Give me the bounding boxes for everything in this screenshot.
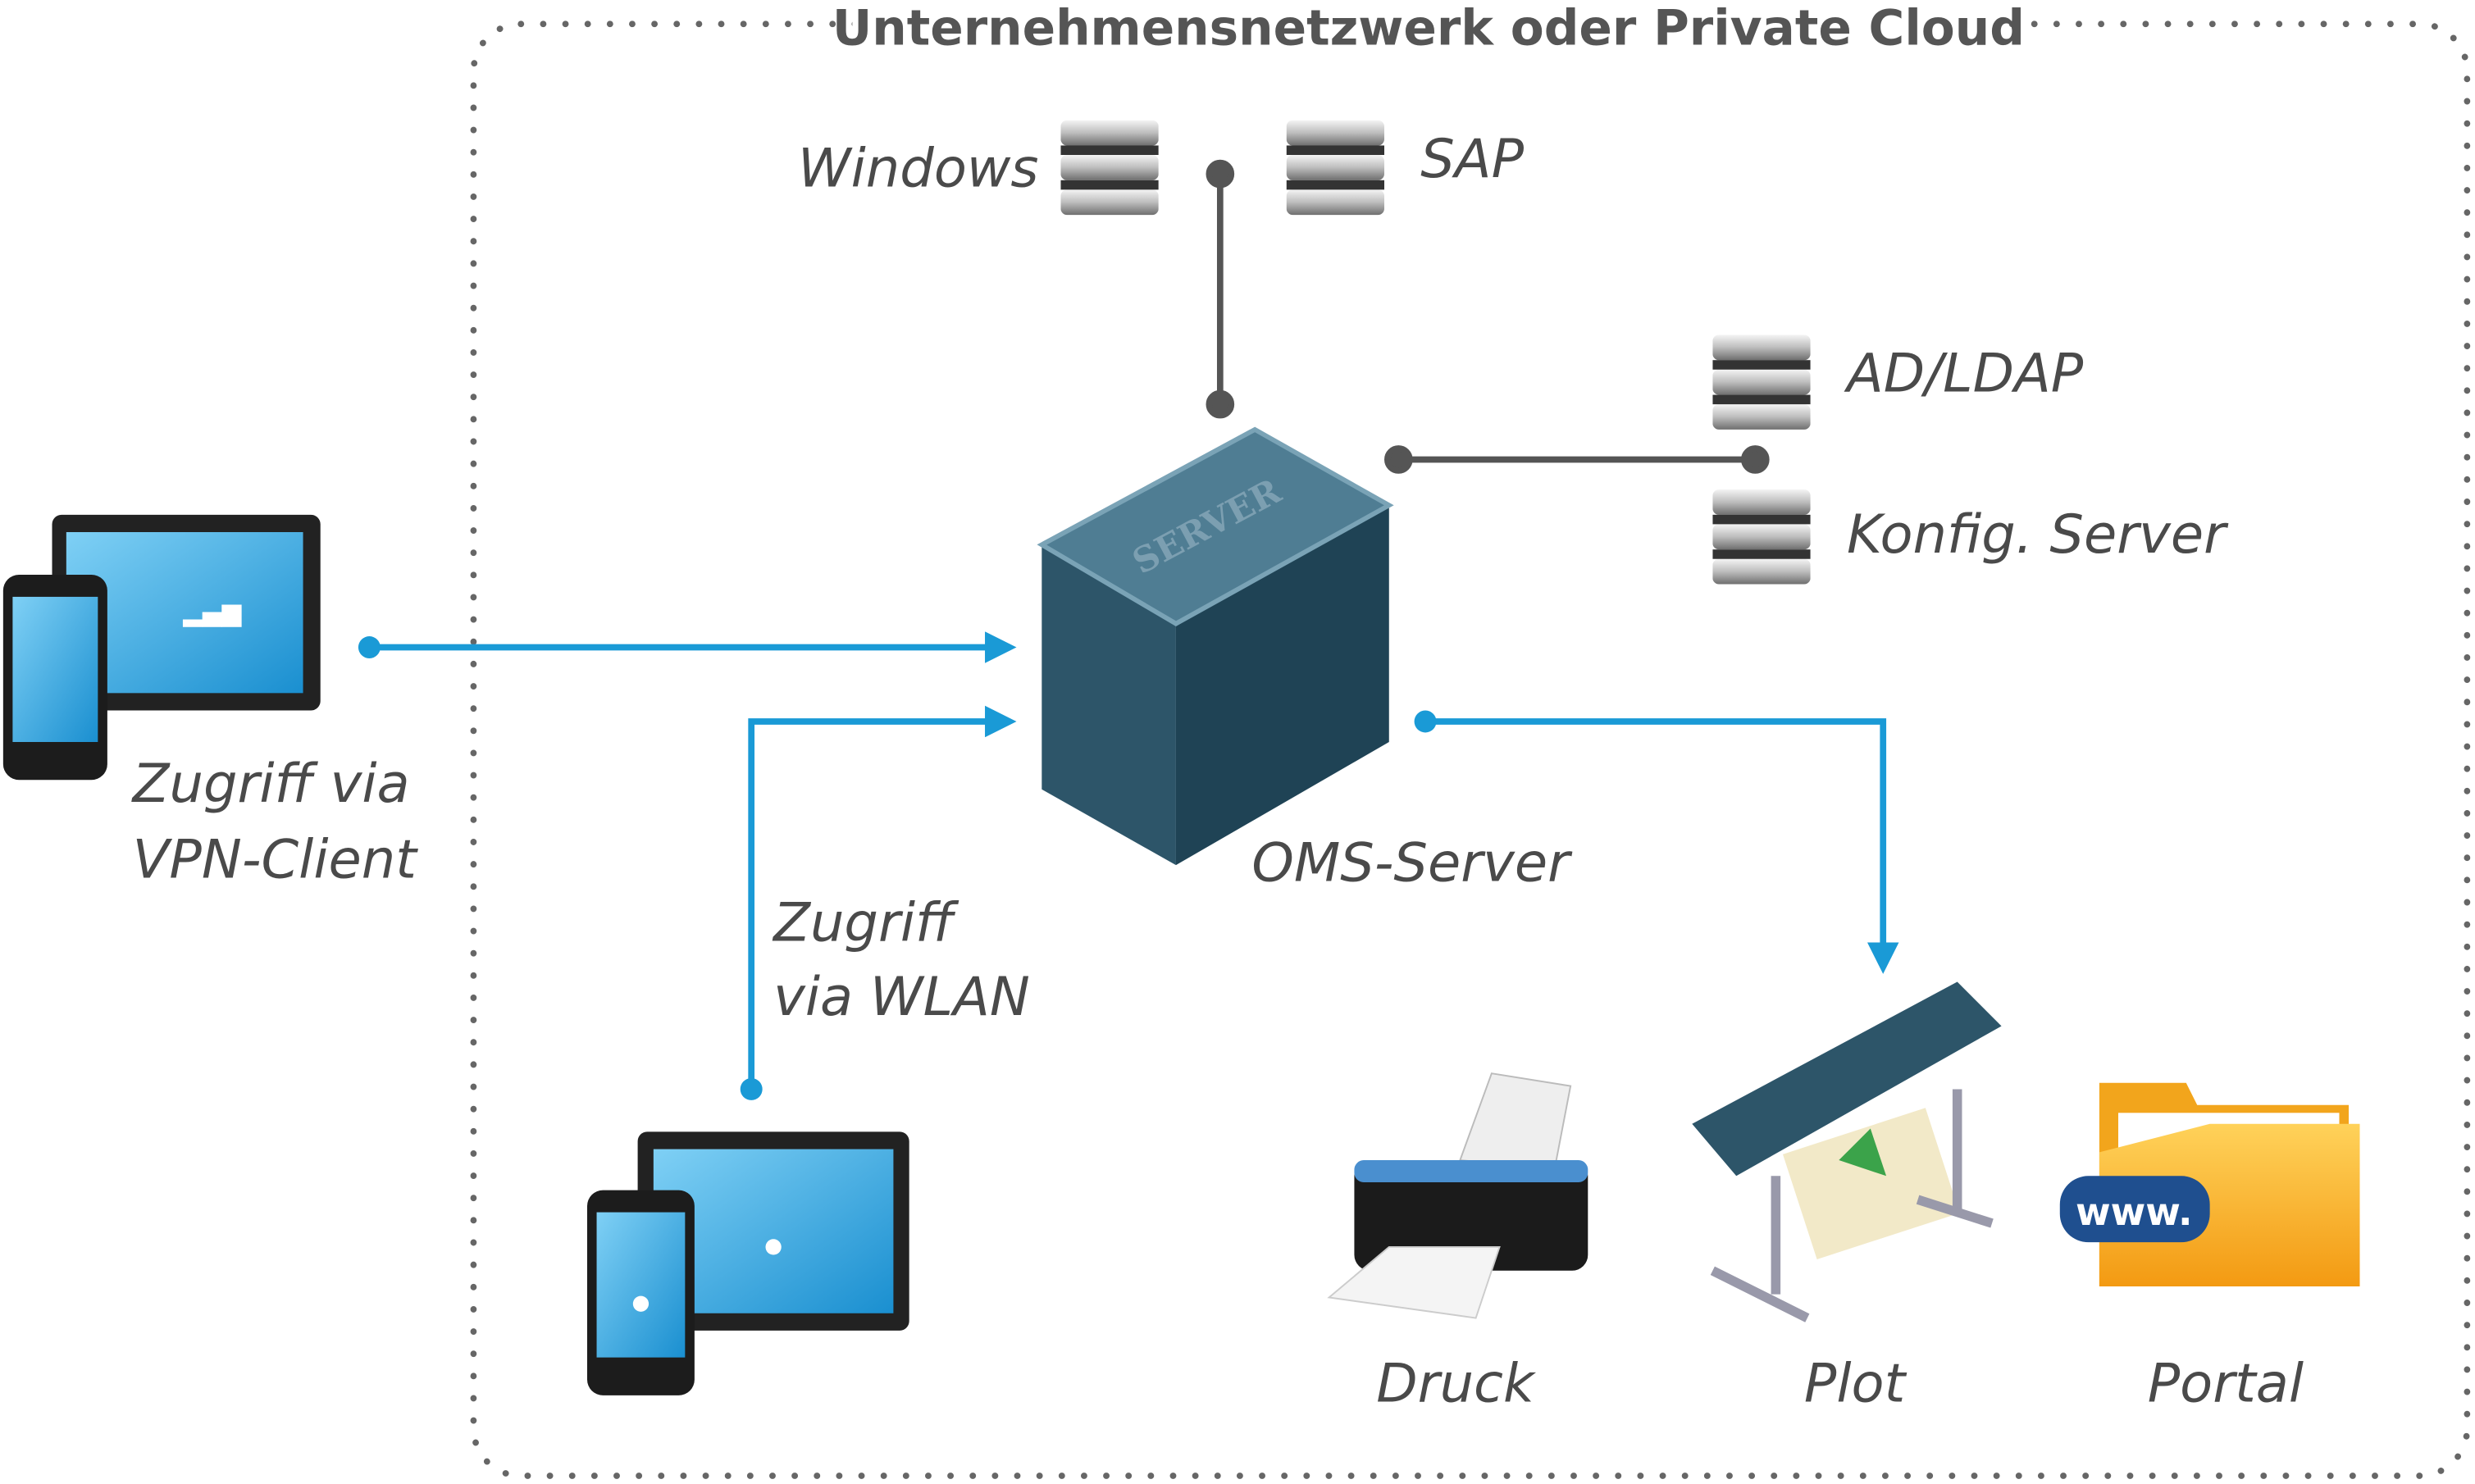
plotter-icon: [1692, 981, 2002, 1322]
gray-connector-top: [1206, 159, 1235, 419]
www-badge: www.: [2076, 1190, 2193, 1234]
portal-label: Portal: [2148, 1353, 2304, 1415]
wlan-label-line2: via WLAN: [773, 966, 1030, 1028]
wlan-devices-icon: [587, 1131, 909, 1395]
druck-label: Druck: [1376, 1353, 1537, 1415]
windows-server-icon: [1060, 120, 1159, 216]
wlan-connector: [740, 705, 1017, 1100]
vpn-label-line2: VPN-Client: [133, 829, 419, 891]
printer-icon: [1327, 1072, 1588, 1319]
oms-server-icon: SERVER: [1037, 426, 1394, 866]
portal-folder-icon: www.: [2059, 1082, 2360, 1287]
network-boundary: [470, 20, 2471, 1479]
boundary-title: Unternehmensnetzwerk oder Private Cloud: [832, 0, 2025, 57]
output-connector: [1414, 710, 1899, 974]
windows-label: Windows: [798, 137, 1039, 199]
oms-server-label: OMS-Server: [1251, 831, 1573, 894]
vpn-devices-icon: ▂▄▆: [2, 514, 321, 781]
vpn-connector: [358, 631, 1017, 663]
konfig-label: Konfig. Server: [1847, 503, 2229, 566]
sap-server-icon: [1286, 120, 1385, 216]
konfig-server-icon: [1712, 489, 1811, 585]
adldap-server-icon: [1712, 335, 1811, 430]
adldap-label: AD/LDAP: [1844, 343, 2084, 405]
plot-label: Plot: [1804, 1353, 1908, 1415]
vpn-label-line1: Zugriff via: [131, 753, 410, 815]
gray-connector-right: [1384, 445, 1770, 474]
sap-label: SAP: [1420, 128, 1524, 190]
svg-text:▂▄▆: ▂▄▆: [182, 598, 241, 627]
wlan-label-line1: Zugriff: [772, 892, 959, 954]
